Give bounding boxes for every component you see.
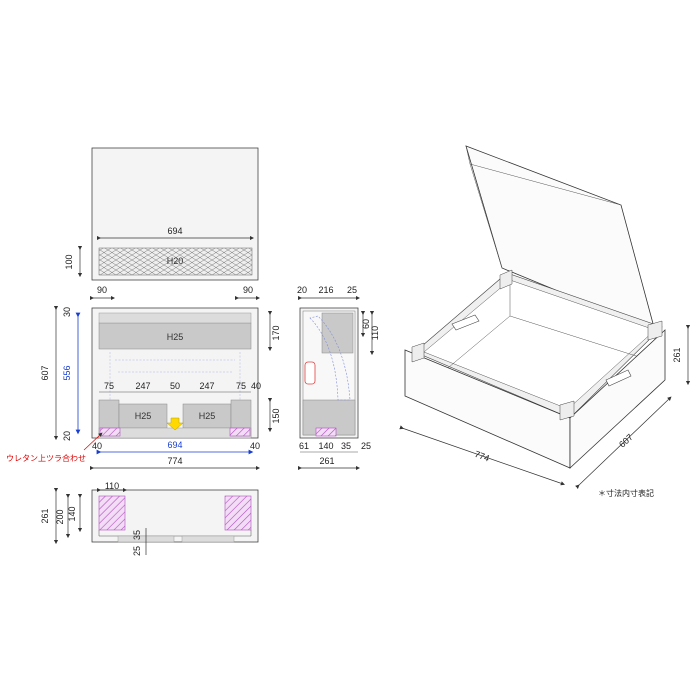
front-foam-lower-left-label: H25 bbox=[135, 411, 152, 421]
bottom-top-dim: 110 bbox=[105, 481, 119, 491]
side-right-dim-1: 60 bbox=[361, 319, 371, 329]
bottom-left-dim-1: 261 bbox=[40, 508, 50, 523]
front-top-dim-left: 90 bbox=[97, 285, 107, 295]
front-left-top-label: 30 bbox=[62, 307, 72, 317]
front-right-dim-lower: 150 bbox=[271, 408, 281, 423]
front-bottom-edge-right: 40 bbox=[250, 441, 260, 451]
side-top-dim-3: 25 bbox=[347, 285, 357, 295]
front-bottom-edge-left: 40 bbox=[92, 441, 102, 451]
bottom-urethane-right bbox=[224, 495, 252, 531]
front-left-bottom-label: 20 bbox=[62, 431, 72, 441]
side-bottom-dim-2: 140 bbox=[318, 441, 333, 451]
iso-footnote: ＊寸法内寸表記 bbox=[598, 488, 654, 498]
front-inner-width-label: 694 bbox=[167, 440, 182, 450]
front-foam-upper-label: H25 bbox=[167, 332, 184, 342]
iso-height-label: 261 bbox=[672, 347, 682, 362]
front-foam-lower-right-label: H25 bbox=[199, 411, 216, 421]
front-view: H25 H25 H25 90 90 170 150 607 556 30 20 bbox=[6, 285, 281, 471]
iso-depth-label: 607 bbox=[617, 432, 635, 450]
urethane-note: ウレタン上ツラ合わせ bbox=[6, 453, 86, 463]
side-foam-upper bbox=[321, 312, 354, 354]
side-bottom-dim-1: 61 bbox=[299, 441, 309, 451]
bottom-left-dim-2: 200 bbox=[55, 509, 65, 524]
side-urethane bbox=[315, 427, 337, 437]
front-foam-lower-right bbox=[182, 403, 232, 429]
side-width-label: 261 bbox=[319, 456, 334, 466]
front-outer-width-label: 774 bbox=[167, 456, 182, 466]
bottom-urethane-left bbox=[98, 495, 126, 531]
side-top-dim-1: 20 bbox=[297, 285, 307, 295]
front-right-dim-upper: 170 bbox=[271, 325, 281, 340]
down-arrow-icon bbox=[166, 417, 184, 431]
bottom-view: 110 261 200 140 35 25 bbox=[40, 481, 259, 556]
front-urethane-right bbox=[229, 427, 251, 437]
front-mid-dim-4: 247 bbox=[199, 381, 214, 391]
front-urethane-left bbox=[99, 427, 121, 437]
front-top-dim-right: 90 bbox=[243, 285, 253, 295]
front-left-outer-label: 607 bbox=[40, 365, 50, 380]
front-side-dim-right: 40 bbox=[251, 381, 261, 391]
bottom-dim-35: 35 bbox=[132, 530, 142, 540]
iso-view: 774 607 261 ＊寸法内寸表記 bbox=[399, 145, 691, 498]
lid-foam-h20 bbox=[98, 247, 253, 276]
iso-handle-back bbox=[451, 314, 480, 331]
side-handle bbox=[304, 361, 316, 385]
front-mid-dim-1: 75 bbox=[104, 381, 114, 391]
front-left-inner-label: 556 bbox=[62, 365, 72, 380]
side-view: 20 216 25 60 110 61 140 35 25 261 bbox=[297, 285, 380, 471]
lid-height-label: 100 bbox=[64, 254, 74, 269]
side-right-dim-2: 110 bbox=[370, 326, 380, 340]
front-mid-dim-5: 75 bbox=[236, 381, 246, 391]
front-mid-dim-2: 247 bbox=[135, 381, 150, 391]
lid-width-label: 694 bbox=[167, 226, 182, 236]
bottom-left-dim-3: 140 bbox=[67, 506, 77, 521]
lid-foam-label: H20 bbox=[167, 256, 184, 266]
front-foam-upper bbox=[98, 322, 252, 350]
front-foam-lower-left bbox=[118, 403, 168, 429]
iso-handle-right bbox=[605, 369, 632, 387]
bottom-dim-25: 25 bbox=[132, 546, 142, 556]
top-lid-view: 694 H20 100 bbox=[64, 147, 259, 281]
front-mid-dim-3: 50 bbox=[170, 381, 180, 391]
iso-length-label: 774 bbox=[473, 449, 491, 464]
side-bottom-dim-4: 25 bbox=[361, 441, 371, 451]
side-top-dim-2: 216 bbox=[318, 285, 333, 295]
side-bottom-dim-3: 35 bbox=[341, 441, 351, 451]
